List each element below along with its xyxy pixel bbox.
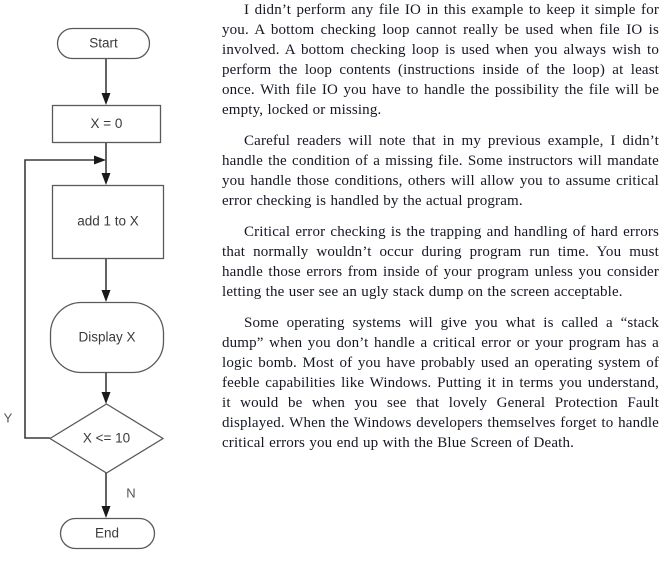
paragraph: I didn’t perform any file IO in this exa… [222, 2, 659, 118]
flowchart-node-display: Display X [49, 301, 165, 374]
flowchart-node-start: Start [56, 27, 151, 60]
flowchart-edge-start-init [101, 59, 111, 105]
flowchart-branch-label-no: N [126, 485, 135, 500]
paragraph: Some operating systems will give you wha… [222, 315, 659, 451]
flowchart-node-display-label: Display X [78, 330, 135, 345]
flowchart-edge-loopback [24, 155, 106, 439]
flowchart-node-add-label: add 1 to X [77, 214, 139, 229]
flowchart-diagram: Start X = 0 Y [0, 0, 215, 580]
paragraph: Critical error checking is the trapping … [222, 224, 659, 300]
flowchart-node-init: X = 0 [51, 104, 162, 144]
flowchart-node-test-label: X <= 10 [83, 431, 130, 446]
flowchart-node-start-label: Start [89, 36, 118, 51]
paragraph: Careful readers will note that in my pre… [222, 133, 659, 209]
flowchart-branch-label-yes: Y [4, 410, 13, 425]
flowchart-edge-add-display [101, 259, 111, 302]
flowchart-node-end-label: End [95, 526, 119, 541]
flowchart-node-init-label: X = 0 [91, 116, 123, 131]
flowchart-node-end: End [59, 517, 156, 550]
flowchart-edge-display-test [101, 373, 111, 404]
body-text-column: I didn’t perform any file IO in this exa… [222, 0, 659, 453]
flowchart-node-add: add 1 to X [51, 184, 165, 260]
flowchart-edge-test-end [101, 473, 111, 518]
flowchart-node-test: X <= 10 [48, 403, 165, 474]
flowchart-edge-init-add [101, 143, 111, 185]
